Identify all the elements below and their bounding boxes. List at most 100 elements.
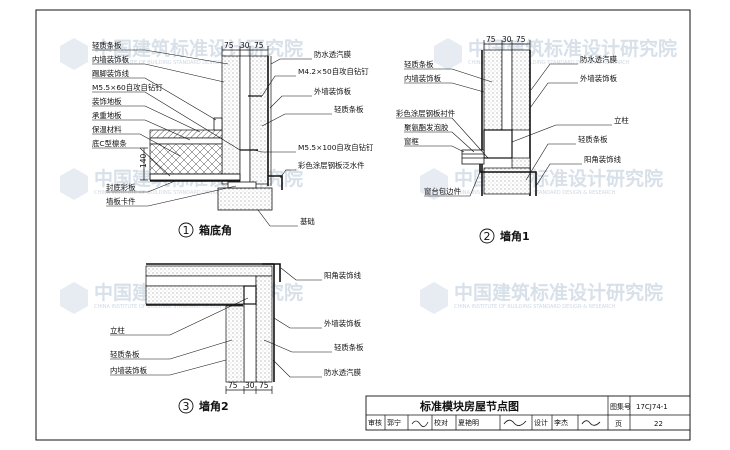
svg-text:轻质条板: 轻质条板	[334, 105, 364, 114]
detail-3-cavity-top	[145, 275, 257, 287]
svg-text:外墙装饰板: 外墙装饰板	[314, 87, 352, 96]
svg-text:墙板卡件: 墙板卡件	[106, 197, 136, 206]
svg-text:CHINA INSTITUTE OF BUILDING ST: CHINA INSTITUTE OF BUILDING STANDARD DES…	[468, 60, 630, 66]
design-label: 设计	[534, 418, 548, 427]
svg-text:M5.5×60自攻自钻钉: M5.5×60自攻自钻钉	[92, 83, 163, 92]
detail-1-clip	[227, 181, 257, 189]
svg-text:聚氨酯发泡胶: 聚氨酯发泡胶	[404, 123, 449, 132]
svg-text:M4.2×50自攻自钻钉: M4.2×50自攻自钻钉	[298, 67, 369, 76]
detail-3-wall-corner-2: 75 30 75 立柱 轻质条板 内墙装饰板 阳角装饰线 外墙装饰板 轻质条板 …	[110, 263, 364, 414]
detail-1-structural-floor	[149, 137, 223, 145]
svg-text:M5.5×100自攻自钻钉: M5.5×100自攻自钻钉	[298, 143, 374, 152]
detail-1-cavity	[239, 55, 251, 185]
detail-2-window-frame	[461, 149, 485, 165]
atlas-no-label: 图集号	[610, 402, 631, 411]
svg-text:窗台包边件: 窗台包边件	[424, 187, 462, 196]
detail-1-skirting	[213, 117, 223, 131]
detail-3-column	[243, 285, 257, 305]
svg-text:轻质条板: 轻质条板	[92, 41, 122, 50]
svg-text:30: 30	[245, 381, 255, 390]
svg-text:CHINA INSTITUTE OF BUILDING ST: CHINA INSTITUTE OF BUILDING STANDARD DES…	[94, 190, 256, 196]
svg-text:防水透汽膜: 防水透汽膜	[314, 50, 352, 59]
detail-3-outer-board-top	[145, 265, 273, 277]
detail-1-left-labels: 轻质条板 内墙装饰板 踢脚装饰线 M5.5×60自攻自钻钉 装饰地板 承重地板 …	[92, 41, 163, 206]
svg-text:1: 1	[183, 224, 190, 237]
svg-text:彩色涂层钢板泛水件: 彩色涂层钢板泛水件	[298, 161, 365, 170]
svg-text:内墙装饰板: 内墙装饰板	[404, 74, 442, 83]
detail-2-left-leaders	[396, 68, 493, 197]
svg-text:外墙装饰板: 外墙装饰板	[580, 74, 618, 83]
svg-text:封底彩板: 封底彩板	[106, 183, 136, 192]
detail-2-caption: 2 墙角1	[479, 228, 530, 244]
detail-1-left-leaders	[92, 49, 241, 207]
detail-2-right-leaders	[511, 63, 612, 187]
detail-1-caption: 1 箱底角	[178, 222, 232, 238]
watermark-1: 中国建筑标准设计研究院 CHINA INSTITUTE OF BUILDING …	[60, 37, 303, 70]
svg-text:轻质条板: 轻质条板	[404, 60, 434, 69]
detail-3-caption: 3 墙角2	[178, 398, 229, 414]
detail-1-right-leaders	[253, 58, 332, 227]
svg-text:阳角装饰线: 阳角装饰线	[324, 271, 362, 280]
svg-text:2: 2	[484, 230, 491, 243]
svg-text:立柱: 立柱	[110, 326, 125, 335]
check-name: 夏艳明	[458, 418, 479, 427]
svg-text:75: 75	[516, 35, 526, 44]
detail-1-outer-board	[249, 55, 269, 185]
page-number: 22	[654, 420, 663, 428]
svg-text:75: 75	[486, 35, 496, 44]
design-name: 李杰	[554, 418, 568, 427]
svg-text:75: 75	[259, 381, 269, 390]
detail-3-left-labels: 立柱 轻质条板 内墙装饰板	[110, 326, 148, 375]
detail-3-right-leaders	[263, 267, 332, 378]
detail-3-outer-board-side	[255, 275, 273, 383]
svg-text:立柱: 立柱	[614, 116, 629, 125]
svg-text:CHINA INSTITUTE OF BUILDING ST: CHINA INSTITUTE OF BUILDING STANDARD DES…	[94, 60, 256, 66]
svg-text:装饰地板: 装饰地板	[92, 97, 122, 106]
svg-text:轻质条板: 轻质条板	[110, 350, 140, 359]
review-name: 郭宁	[387, 418, 401, 427]
svg-text:CHINA INSTITUTE OF BUILDING ST: CHINA INSTITUTE OF BUILDING STANDARD DES…	[454, 304, 616, 310]
detail-3-corner-trim	[262, 263, 281, 282]
detail-2-trim	[479, 164, 537, 196]
detail-1-box-bottom-corner: 75 30 75 140 轻质条板 内墙装饰板	[92, 41, 374, 238]
atlas-no: 17CJ74-1	[636, 403, 668, 411]
detail-3-dimensions: 75 30 75	[225, 381, 273, 394]
watermark-2: 中国建筑标准设计研究院 CHINA INSTITUTE OF BUILDING …	[434, 37, 677, 70]
check-signature	[503, 419, 527, 426]
svg-text:彩色涂层钢板衬件: 彩色涂层钢板衬件	[396, 109, 456, 118]
svg-text:保温材料: 保温材料	[92, 125, 122, 134]
svg-text:75: 75	[228, 381, 238, 390]
detail-1-dimensions: 75 30 75	[221, 41, 269, 56]
detail-2-right-labels: 防水透汽膜 外墙装饰板 立柱 轻质条板 阳角装饰线	[578, 55, 629, 164]
watermark-6: 中国建筑标准设计研究院 CHINA INSTITUTE OF BUILDING …	[420, 281, 663, 314]
detail-1-right-labels: 防水透汽膜 M4.2×50自攻自钻钉 外墙装饰板 轻质条板 M5.5×100自攻…	[298, 50, 374, 226]
review-signature	[411, 420, 429, 427]
svg-text:箱底角: 箱底角	[199, 223, 232, 237]
detail-3-inner-board-side	[225, 305, 245, 383]
detail-1-height-dim: 140	[139, 153, 148, 168]
svg-text:中国建筑标准设计研究院: 中国建筑标准设计研究院	[454, 281, 663, 304]
svg-text:75: 75	[224, 41, 234, 50]
svg-text:CHINA INSTITUTE OF BUILDING ST: CHINA INSTITUTE OF BUILDING STANDARD DES…	[454, 190, 616, 196]
detail-2-inner-board	[483, 49, 503, 131]
detail-3-left-leaders	[110, 297, 249, 376]
title-block: 标准模块房屋节点图 图集号 17CJ74-1 审核 郭宁 校对 夏艳明 设计 李…	[365, 395, 691, 431]
svg-text:30: 30	[502, 35, 512, 44]
detail-1-c-purlin	[149, 173, 241, 181]
svg-text:底C型檩条: 底C型檩条	[92, 139, 127, 148]
detail-2-column	[483, 129, 513, 159]
svg-text:轻质条板: 轻质条板	[334, 343, 364, 352]
svg-text:75: 75	[254, 41, 264, 50]
detail-1-foundation	[217, 187, 273, 211]
svg-text:外墙装饰板: 外墙装饰板	[324, 319, 362, 328]
detail-2-dimensions: 75 30 75	[483, 35, 531, 50]
svg-text:防水透汽膜: 防水透汽膜	[324, 368, 362, 377]
check-label: 校对	[434, 418, 448, 427]
svg-text:墙角2: 墙角2	[199, 399, 229, 413]
svg-text:轻质条板: 轻质条板	[578, 135, 608, 144]
svg-text:30: 30	[240, 41, 250, 50]
svg-text:窗框: 窗框	[404, 137, 419, 146]
watermark-layer: 中国建筑标准设计研究院 CHINA INSTITUTE OF BUILDING …	[60, 37, 677, 429]
page-label: 页	[615, 420, 622, 428]
